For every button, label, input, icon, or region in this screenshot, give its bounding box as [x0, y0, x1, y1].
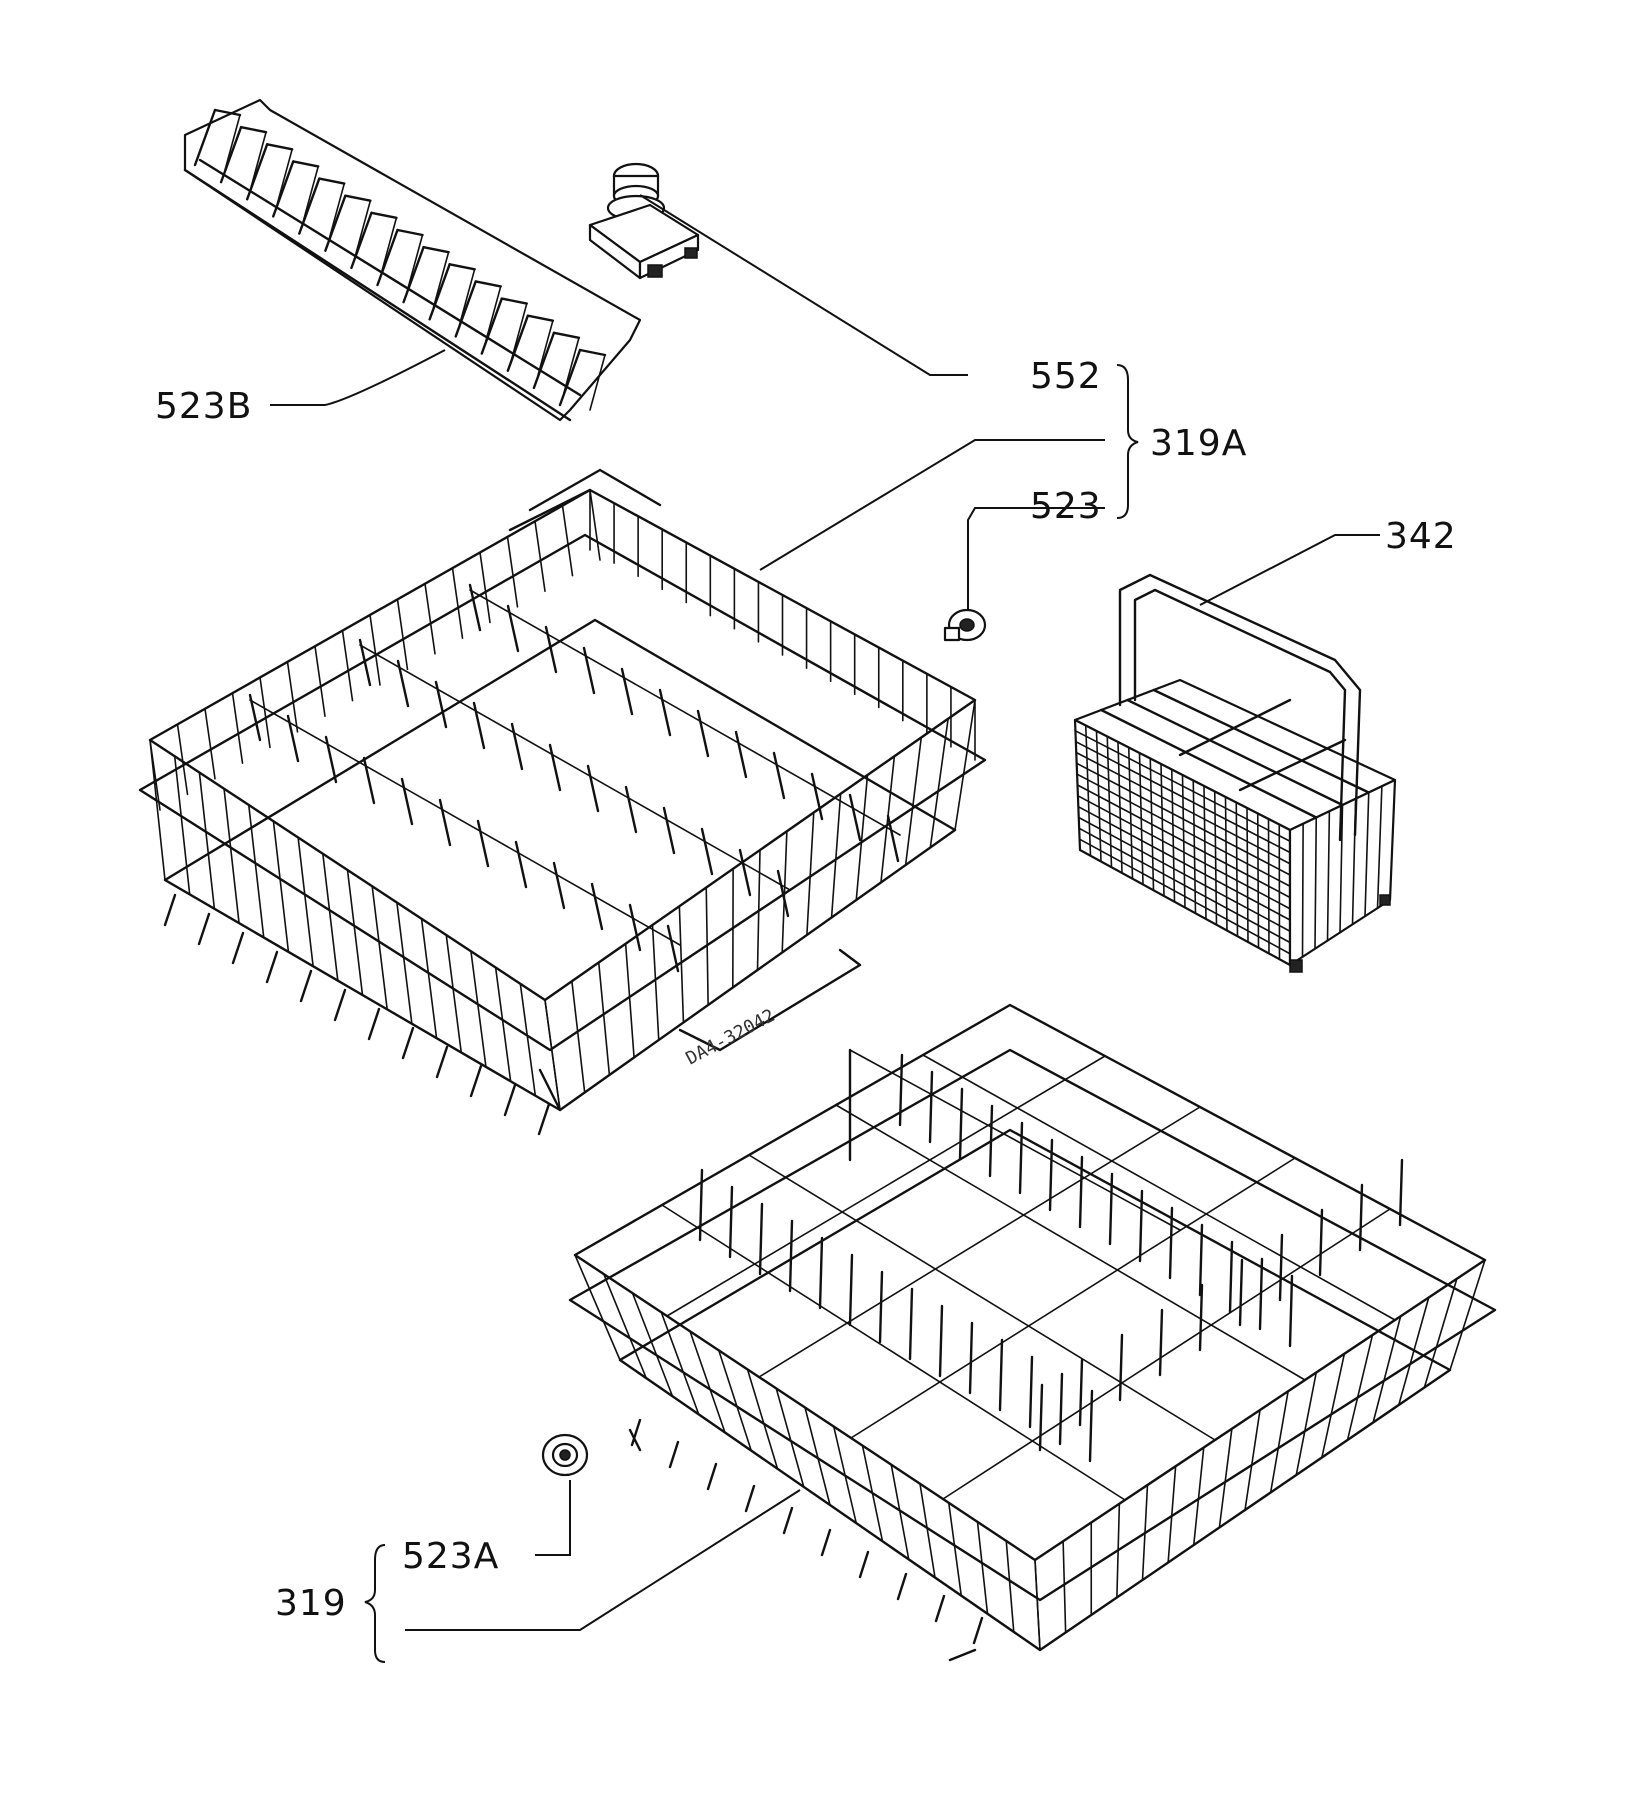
part-523b-support-rack	[183, 98, 642, 422]
part-319a-upper-basket: DA4-32042	[138, 468, 987, 1136]
label-523a: 523A	[402, 1536, 499, 1577]
label-552: 552	[1030, 356, 1102, 397]
part-342-cutlery-basket	[1073, 573, 1397, 973]
leader-lines	[270, 194, 1380, 1663]
label-523: 523	[1030, 486, 1102, 527]
label-523b: 523B	[155, 386, 252, 427]
part-552-clip	[588, 162, 700, 280]
label-319: 319	[275, 1583, 347, 1624]
part-labels: 523B 552 319A 523 342 523A 319	[155, 356, 1457, 1624]
part-319-lower-basket	[568, 1003, 1497, 1662]
label-319a: 319A	[1150, 423, 1247, 464]
part-523-roller	[943, 608, 987, 642]
part-523a-roller	[541, 1433, 589, 1477]
label-342: 342	[1385, 516, 1457, 557]
